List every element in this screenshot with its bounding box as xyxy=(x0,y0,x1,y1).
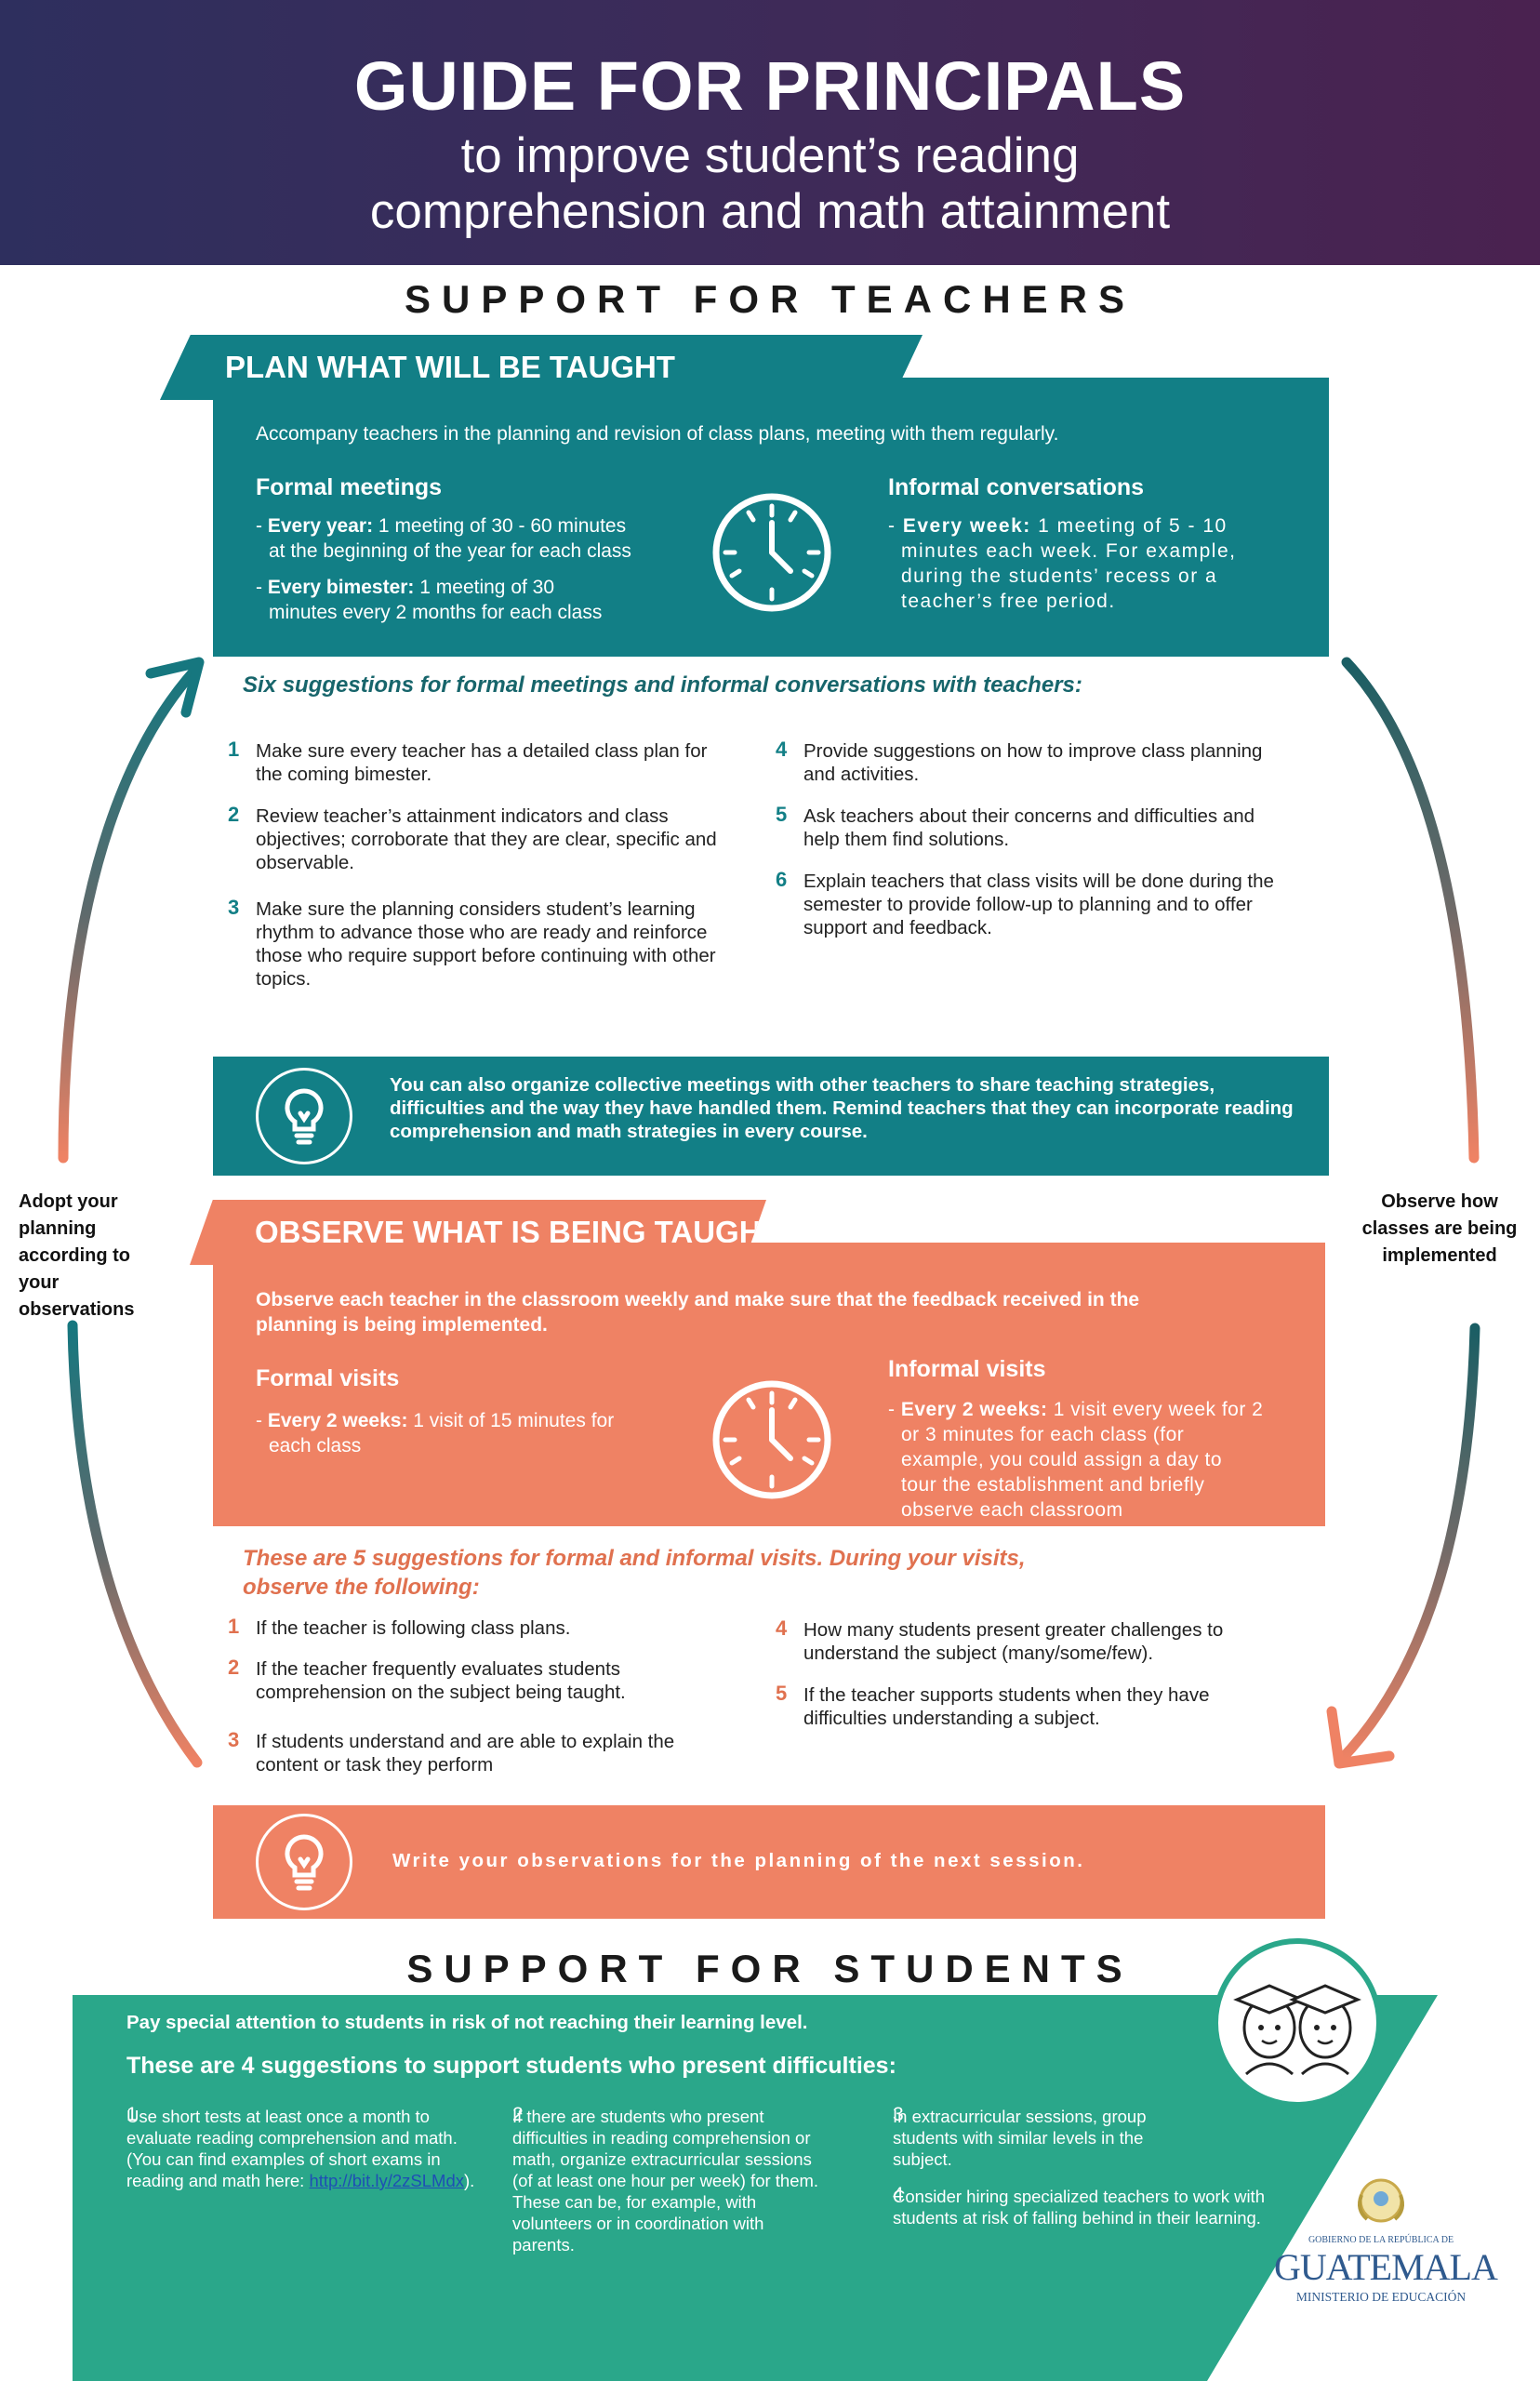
support-teachers-title: SUPPORT FOR TEACHERS xyxy=(404,277,1136,321)
plan-panel: Accompany teachers in the planning and r… xyxy=(213,378,1329,657)
header-banner: GUIDE FOR PRINCIPALS to improve student’… xyxy=(0,0,1540,265)
formal-visits-item: - Every 2 weeks: 1 visit of 15 minutes f… xyxy=(256,1410,615,1457)
side-label-right: Observe how classes are being implemente… xyxy=(1361,1191,1518,1266)
formal-meetings-heading: Formal meetings xyxy=(256,474,443,500)
clock-icon xyxy=(712,493,831,612)
logo-small-text: GOBIERNO DE LA REPÚBLICA DE xyxy=(1308,2235,1454,2245)
students-panel xyxy=(73,1995,1438,2381)
observe-tip-panel: Write your observations for the planning… xyxy=(213,1805,1325,1919)
informal-conversations-heading: Informal conversations xyxy=(888,474,1145,500)
formal-meetings-item-2: - Every bimester: 1 meeting of 30 minute… xyxy=(256,577,603,623)
left-arrow-upper xyxy=(58,664,201,1164)
logo-name: GUATEMALA xyxy=(1274,2246,1498,2288)
students-heading: These are 4 suggestions to support stude… xyxy=(126,2053,896,2079)
right-arrow-upper xyxy=(1341,657,1480,1164)
plan-suggestions-heading: Six suggestions for formal meetings and … xyxy=(243,672,1082,698)
lightbulb-icon xyxy=(256,1068,352,1164)
observe-suggestions-heading: These are 5 suggestions for formal and i… xyxy=(243,1546,1026,1600)
informal-conversations-item: - Every week: 1 meeting of 5 - 10 minute… xyxy=(888,515,1237,612)
page-subtitle-line1: to improve student’s reading xyxy=(460,128,1080,183)
student-suggestion-1: 1 Use short tests at least once a month … xyxy=(126,2104,475,2190)
observe-panel: Observe each teacher in the classroom we… xyxy=(213,1243,1325,1526)
left-arrow-head xyxy=(145,657,205,718)
right-arrow-head xyxy=(1326,1706,1395,1769)
support-students-title: SUPPORT FOR STUDENTS xyxy=(406,1947,1134,1990)
informal-visits-item: - Every 2 weeks: 1 visit every week for … xyxy=(888,1399,1264,1521)
formal-meetings-item-1: - Every year: 1 meeting of 30 - 60 minut… xyxy=(256,515,631,562)
page-subtitle-line2: comprehension and math attainment xyxy=(369,184,1171,239)
right-arrow-lower xyxy=(1335,1323,1480,1765)
graduates-icon xyxy=(1213,1938,1382,2108)
logo-ministry: MINISTERIO DE EDUCACIÓN xyxy=(1295,2290,1467,2304)
formal-visits-heading: Formal visits xyxy=(256,1365,400,1391)
students-intro: Pay special attention to students in ris… xyxy=(126,2012,808,2033)
page-title: GUIDE FOR PRINCIPALS xyxy=(353,47,1187,125)
short-tests-link[interactable]: http://bit.ly/2zSLMdx xyxy=(309,2171,465,2190)
plan-tip-panel: You can also organize collective meeting… xyxy=(213,1057,1329,1176)
clock-icon xyxy=(712,1380,831,1499)
observe-tip-text: Write your observations for the planning… xyxy=(392,1850,1085,1871)
plan-intro: Accompany teachers in the planning and r… xyxy=(256,423,1059,445)
informal-visits-heading: Informal visits xyxy=(888,1356,1046,1382)
coat-of-arms-icon xyxy=(1358,2178,1404,2223)
left-arrow-lower xyxy=(67,1320,203,1768)
lightbulb-icon xyxy=(256,1814,352,1910)
observe-intro: Observe each teacher in the classroom we… xyxy=(256,1289,1140,1336)
side-label-left: Adopt your planning according to your ob… xyxy=(19,1191,135,1320)
plan-tip-text: You can also organize collective meeting… xyxy=(390,1074,1294,1142)
